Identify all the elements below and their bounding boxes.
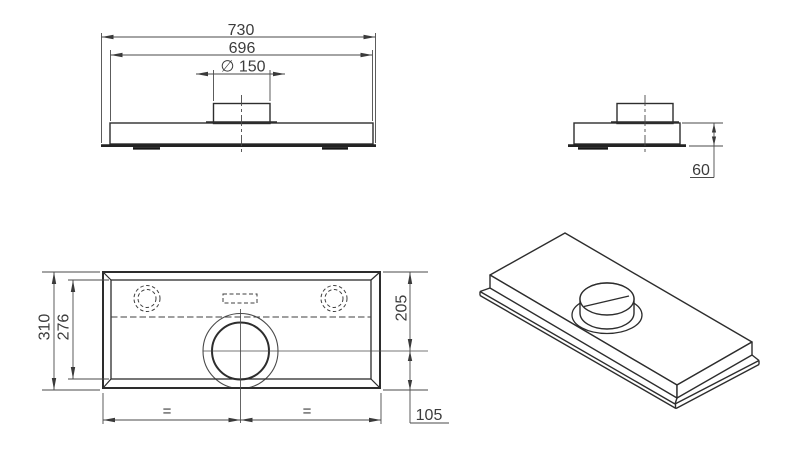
iso-collar-opening bbox=[579, 282, 635, 316]
equal-spacing-right-label: = bbox=[303, 403, 312, 420]
bottom-overall-depth-label: 310 bbox=[37, 314, 54, 341]
iso-flange bbox=[479, 287, 760, 410]
front-view: 730 696 ∅ 150 bbox=[101, 22, 376, 152]
front-view-geometry bbox=[101, 95, 376, 152]
side-view-geometry bbox=[568, 95, 686, 152]
dimension-arrows bbox=[101, 34, 376, 77]
front-overall-width-label: 730 bbox=[228, 22, 255, 39]
iso-damper-edge bbox=[583, 295, 630, 308]
front-duct-diameter-label: ∅ 150 bbox=[220, 59, 265, 76]
bottom-inner-depth-label: 276 bbox=[56, 314, 73, 341]
frame-bevel-top-left bbox=[102, 271, 112, 281]
lamp-cutout-right-outer bbox=[320, 285, 348, 312]
iso-duct-collar bbox=[571, 282, 643, 335]
front-view-dimensions: 730 696 ∅ 150 bbox=[101, 22, 376, 143]
duct-center-to-back-label: 105 bbox=[416, 407, 443, 424]
side-body-height-label: 60 bbox=[692, 162, 710, 179]
lamp-cutout-right-inner bbox=[324, 289, 344, 308]
isometric-view bbox=[479, 232, 760, 410]
side-view-dimensions: 60 bbox=[682, 122, 723, 179]
front-body-width-label: 696 bbox=[229, 40, 256, 57]
side-view: 60 bbox=[568, 95, 723, 179]
dimension-arrows bbox=[51, 272, 413, 423]
bottom-inner-panel bbox=[110, 279, 372, 380]
frame-bevel-bottom-right bbox=[370, 378, 381, 389]
bottom-view-geometry bbox=[102, 271, 428, 423]
side-body-outline bbox=[573, 122, 681, 145]
switch-cutout-hidden bbox=[222, 293, 258, 304]
bottom-view: 310 276 205 105 = = bbox=[37, 271, 449, 424]
bottom-outer-frame bbox=[102, 271, 381, 389]
bottom-view-dimensions: 310 276 205 105 = = bbox=[37, 271, 449, 424]
lamp-cutout-left-outer bbox=[133, 285, 161, 312]
frame-bevel-bottom-left bbox=[102, 378, 112, 389]
frame-bevel-top-right bbox=[370, 271, 381, 281]
dimension-arrows bbox=[711, 123, 717, 146]
duct-center-to-front-label: 205 bbox=[394, 295, 411, 322]
equal-spacing-left-label: = bbox=[163, 403, 172, 420]
lamp-cutout-left-inner bbox=[137, 289, 157, 308]
